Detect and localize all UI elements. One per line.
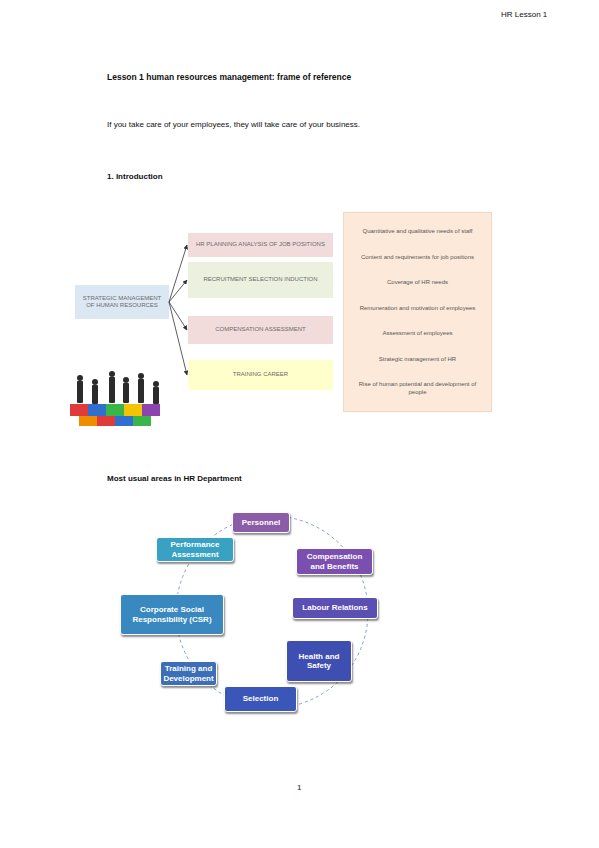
arrow-connector [169, 302, 187, 330]
node-text: Coverage of HR needs [387, 279, 448, 287]
area-box: Training and Development [160, 661, 217, 686]
node-text: TRAINING CAREER [233, 371, 288, 379]
node-text: Compensation and Benefits [300, 552, 369, 571]
puzzle-piece [106, 404, 124, 416]
person-head [153, 381, 159, 387]
arrow-connector [169, 245, 187, 302]
puzzle-piece [142, 404, 160, 416]
quote-text: If you take care of your employees, they… [107, 120, 360, 130]
node-text: Remuneration and motivation of employees [360, 305, 476, 313]
node-text: RECRUITMENT SELECTION INDUCTION [203, 276, 317, 284]
person-body [109, 377, 115, 403]
person-body [92, 385, 98, 404]
node-text: Labour Relations [302, 603, 367, 613]
arrow-connector [169, 302, 187, 375]
node-text: Assessment of employees [382, 330, 452, 338]
process-box: HR PLANNING ANALYSIS OF JOB POSITIONS [188, 233, 333, 257]
person-body [123, 383, 129, 403]
node-text: Training and Development [163, 664, 213, 683]
node-text: Corporate Social Responsibility (CSR) [124, 605, 220, 624]
strategy-box: STRATEGIC MANAGEMENT OF HUMAN RESOURCES [75, 285, 169, 319]
node-text: Performance Assessment [160, 540, 230, 559]
puzzle-piece [133, 416, 151, 426]
objectives-box: Quantitative and qualitative needs of st… [343, 212, 492, 412]
node-text: Health and Safety [290, 652, 348, 671]
node-text: Quantitative and qualitative needs of st… [363, 228, 473, 236]
person-head [138, 373, 144, 379]
person-body [77, 381, 83, 403]
page-number: 1 [297, 783, 301, 793]
person-head [92, 379, 98, 385]
process-box: TRAINING CAREER [188, 360, 333, 390]
puzzle-piece [70, 404, 88, 416]
people-illustration [70, 371, 160, 426]
node-text: STRATEGIC MANAGEMENT OF HUMAN RESOURCES [78, 295, 166, 310]
node-text: Strategic management of HR [379, 356, 456, 364]
arrow-connector [169, 280, 187, 302]
process-box: COMPENSATION ASSESSMENT [188, 316, 333, 344]
node-text: Personnel [242, 518, 281, 528]
person-head [77, 375, 83, 381]
page-title: Lesson 1 human resources management: fra… [107, 72, 351, 82]
area-box: Compensation and Benefits [296, 548, 373, 575]
diagram-heading: Most usual areas in HR Department [107, 474, 242, 484]
section-heading: 1. Introduction [107, 172, 163, 182]
area-box: Corporate Social Responsibility (CSR) [120, 594, 224, 635]
area-box: Labour Relations [292, 597, 378, 619]
node-text: Selection [243, 694, 279, 704]
person-body [138, 379, 144, 403]
puzzle-piece [115, 416, 133, 426]
node-text: COMPENSATION ASSESSMENT [215, 326, 306, 334]
puzzle-piece [97, 416, 115, 426]
puzzle-piece [79, 416, 97, 426]
person-body [153, 387, 159, 404]
puzzle-piece [124, 404, 142, 416]
area-box: Health and Safety [286, 640, 352, 682]
running-header: HR Lesson 1 [501, 10, 547, 20]
node-text: HR PLANNING ANALYSIS OF JOB POSITIONS [196, 241, 325, 249]
person-head [123, 377, 129, 383]
area-box: Selection [224, 686, 297, 712]
area-box: Performance Assessment [156, 537, 234, 562]
puzzle-piece [88, 404, 106, 416]
node-text: Rise of human potential and development … [352, 381, 483, 396]
process-box: RECRUITMENT SELECTION INDUCTION [188, 262, 333, 298]
area-box: Personnel [232, 512, 290, 533]
person-head [109, 371, 115, 377]
node-text: Content and requirements for job positio… [361, 254, 474, 262]
